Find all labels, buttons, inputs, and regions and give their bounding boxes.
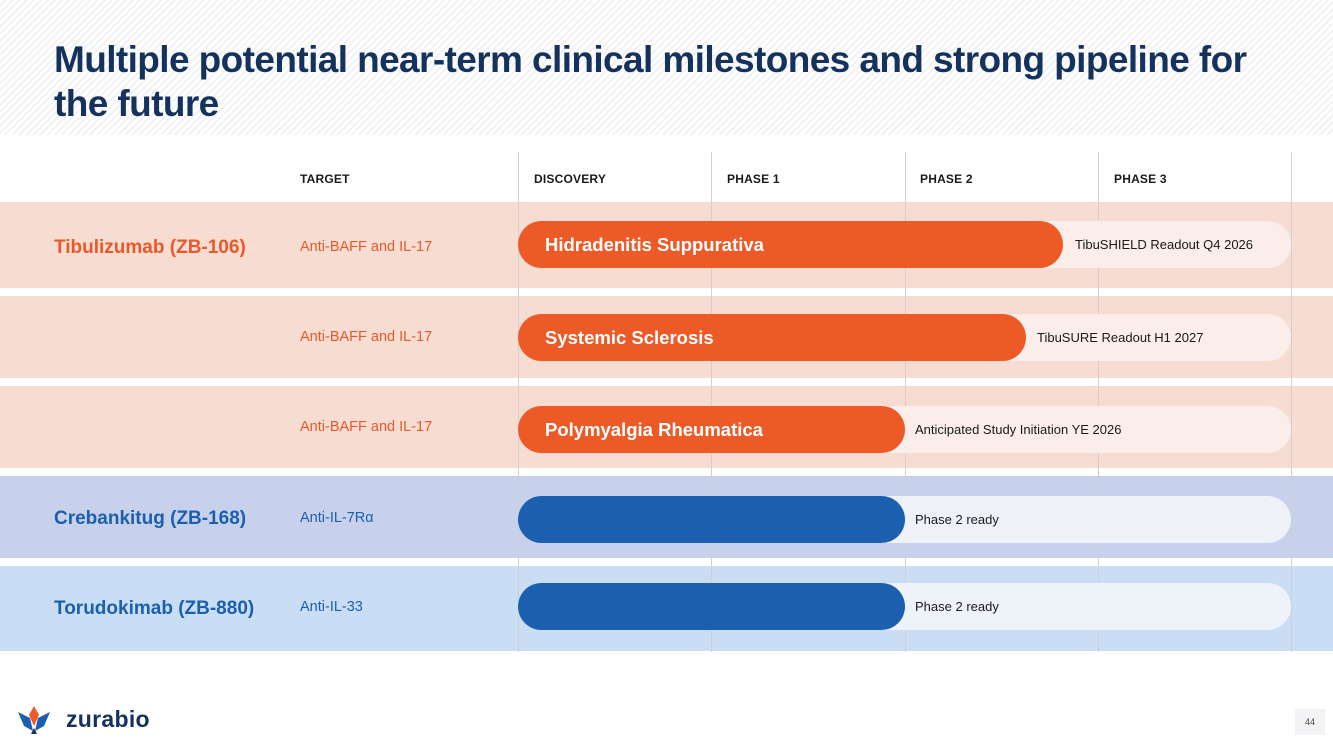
grid-line-phase3 bbox=[1098, 152, 1099, 652]
column-header-phase1: PHASE 1 bbox=[727, 172, 780, 186]
milestone-label: Phase 2 ready bbox=[915, 512, 999, 527]
drug-name: Crebankitug (ZB-168) bbox=[54, 508, 247, 529]
brand-name: zurabio bbox=[66, 706, 150, 732]
pipeline-row-tibulizumab-pmr: Anti-BAFF and IL-17 Polymyalgia Rheumati… bbox=[0, 386, 1333, 468]
grid-line-discovery bbox=[518, 152, 519, 652]
grid-line-phase1 bbox=[711, 152, 712, 652]
target-label: Anti-BAFF and IL-17 bbox=[300, 329, 433, 345]
grid-line-end bbox=[1291, 152, 1292, 652]
target-label: Anti-BAFF and IL-17 bbox=[300, 239, 433, 255]
progress-bar-polymyalgia: Polymyalgia Rheumatica bbox=[518, 406, 905, 453]
column-header-target: TARGET bbox=[300, 172, 350, 186]
title-band bbox=[0, 0, 1333, 135]
progress-track: Phase 2 ready bbox=[518, 583, 1291, 630]
target-label: Anti-BAFF and IL-17 bbox=[300, 419, 433, 435]
zurabio-flower-logo-icon bbox=[18, 706, 50, 734]
target-label: Anti-IL-33 bbox=[300, 599, 363, 615]
grid-line-phase2 bbox=[905, 152, 906, 652]
slide-title: Multiple potential near-term clinical mi… bbox=[54, 39, 1247, 124]
column-header-phase2: PHASE 2 bbox=[920, 172, 973, 186]
progress-bar-torudokimab bbox=[518, 583, 905, 630]
pipeline-row-torudokimab: Torudokimab (ZB-880) Anti-IL-33 Phase 2 … bbox=[0, 566, 1333, 651]
pipeline-row-crebankitug: Crebankitug (ZB-168) Anti-IL-7Rα Phase 2… bbox=[0, 476, 1333, 558]
drug-name: Torudokimab (ZB-880) bbox=[54, 598, 255, 619]
progress-bar-hidradenitis: Hidradenitis Suppurativa bbox=[518, 221, 1063, 268]
pipeline-row-tibulizumab-ssc: Anti-BAFF and IL-17 Systemic Sclerosis T… bbox=[0, 296, 1333, 378]
drug-name: Tibulizumab (ZB-106) bbox=[54, 237, 246, 258]
milestone-label: Phase 2 ready bbox=[915, 599, 999, 614]
progress-track: Systemic Sclerosis TibuSURE Readout H1 2… bbox=[518, 314, 1291, 361]
page-number: 44 bbox=[1295, 709, 1325, 735]
progress-track: Polymyalgia Rheumatica Anticipated Study… bbox=[518, 406, 1291, 453]
progress-track: Phase 2 ready bbox=[518, 496, 1291, 543]
progress-track: Hidradenitis Suppurativa TibuSHIELD Read… bbox=[518, 221, 1291, 268]
milestone-label: TibuSURE Readout H1 2027 bbox=[1037, 330, 1204, 345]
milestone-label: Anticipated Study Initiation YE 2026 bbox=[915, 422, 1122, 437]
pipeline-row-tibulizumab-hs: Tibulizumab (ZB-106) Anti-BAFF and IL-17… bbox=[0, 202, 1333, 288]
column-header-discovery: DISCOVERY bbox=[534, 172, 607, 186]
target-label: Anti-IL-7Rα bbox=[300, 510, 374, 526]
milestone-label: TibuSHIELD Readout Q4 2026 bbox=[1075, 237, 1254, 252]
progress-bar-systemic-sclerosis: Systemic Sclerosis bbox=[518, 314, 1026, 361]
column-header-phase3: PHASE 3 bbox=[1114, 172, 1167, 186]
progress-bar-crebankitug bbox=[518, 496, 905, 543]
